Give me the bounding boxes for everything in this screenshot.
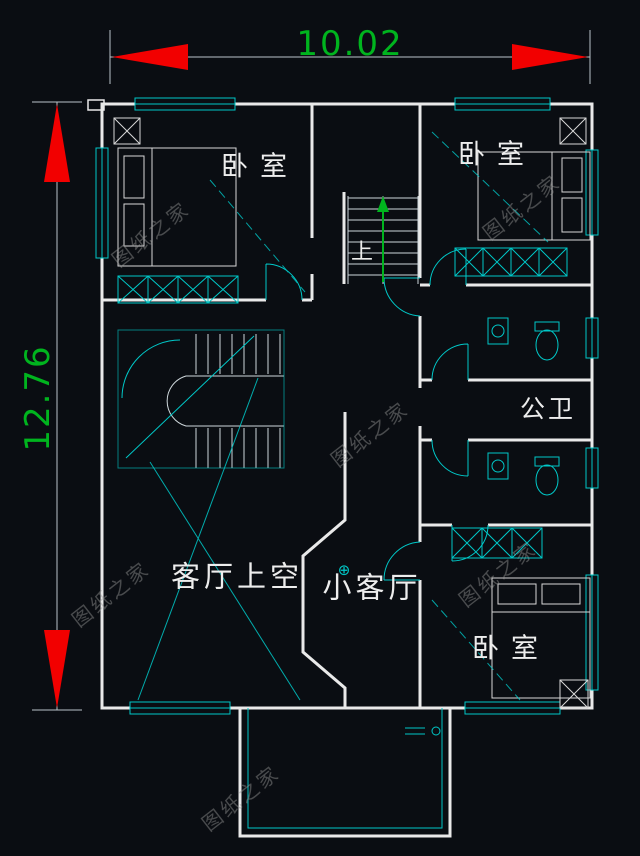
toilet-lower (534, 456, 560, 496)
porch-detail (247, 708, 443, 829)
sink-lower (487, 452, 509, 480)
dimension-lines (32, 30, 591, 711)
closets (117, 247, 568, 559)
room-label-small-living: 小客厅 (322, 570, 422, 605)
dimension-arrows (44, 44, 588, 708)
void-lines (137, 377, 301, 701)
stairs-up-arrow (377, 196, 389, 282)
room-label-bedroom-bottom-right: 卧室 (472, 633, 550, 665)
sink-upper (487, 317, 509, 345)
stairs-left (117, 329, 285, 469)
door-arcs (265, 248, 489, 581)
room-label-public-bathroom: 公卫 (519, 394, 577, 424)
bed-top-right (477, 117, 591, 241)
bed-bottom-right (491, 577, 591, 709)
dimension-width-label: 10.02 (296, 24, 404, 64)
room-label-bedroom-top-left: 卧室 (221, 151, 299, 183)
stairs-up-label: 上 (350, 240, 374, 265)
toilet-upper (534, 321, 560, 361)
leader-lines (209, 131, 549, 701)
room-label-living-void: 客厅上空 (170, 559, 304, 594)
ceiling-fixture-icon: ⊕ (337, 561, 351, 579)
walls (87, 99, 594, 838)
room-label-bedroom-top-right: 卧室 (458, 139, 536, 171)
bed-top-left (113, 117, 237, 267)
dimension-height-label: 12.76 (18, 344, 58, 452)
windows (95, 97, 599, 715)
